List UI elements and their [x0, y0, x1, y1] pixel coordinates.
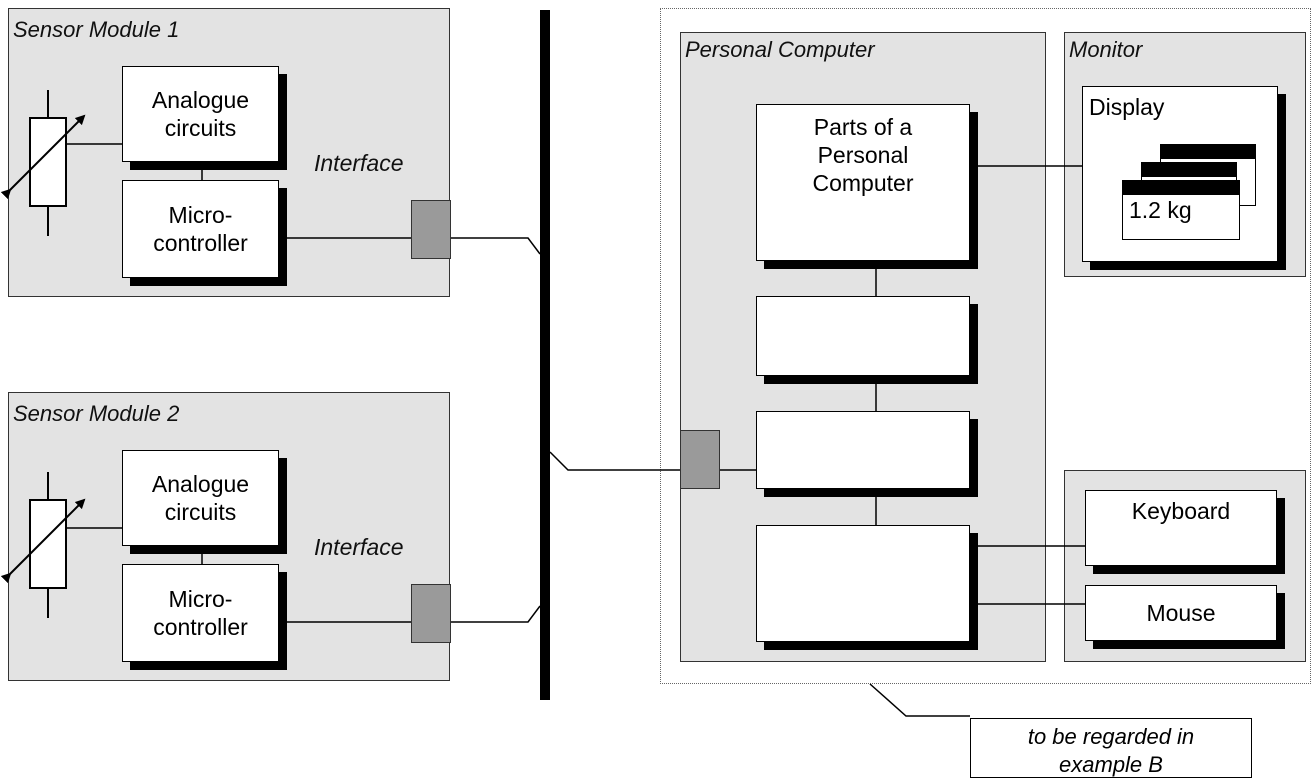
monitor-title: Monitor [1069, 37, 1143, 62]
pc-parts-line-1: Parts of a [813, 114, 913, 140]
mouse-box: Mouse [1085, 585, 1277, 641]
sensor-module-1-title: Sensor Module 1 [13, 17, 180, 42]
sensor-1-interface-block [411, 200, 451, 259]
sensor-2-variable-resistor-icon [0, 472, 122, 618]
sensor-1-microcontroller-box: Micro- controller [122, 180, 279, 278]
display-value: 1.2 kg [1129, 197, 1192, 223]
sensor-2-analogue-line-1: Analogue [151, 471, 250, 497]
pc-component-box-2 [756, 296, 970, 376]
sensor-1-interface-label: Interface [314, 150, 404, 176]
sensor-1-micro-line-2: controller [153, 230, 248, 256]
sensor-2-micro-line-1: Micro- [168, 586, 233, 612]
note-box: to be regarded in example B [970, 718, 1252, 778]
pc-interface-block [680, 430, 720, 489]
pc-parts-box: Parts of a Personal Computer [756, 104, 970, 261]
display-window-front: 1.2 kg [1122, 180, 1240, 240]
display-label: Display [1089, 94, 1165, 120]
pc-component-box-4 [756, 525, 970, 642]
sensor-1-variable-resistor-icon [0, 90, 122, 236]
pc-component-box-3 [756, 411, 970, 489]
system-bus [540, 10, 550, 700]
sensor-1-micro-line-1: Micro- [168, 202, 233, 228]
sensor-1-analogue-line-2: circuits [164, 115, 237, 141]
pc-parts-line-2: Personal [817, 142, 909, 168]
sensor-2-interface-block [411, 584, 451, 643]
sensor-2-microcontroller-box: Micro- controller [122, 564, 279, 662]
sensor-module-2-title: Sensor Module 2 [13, 401, 180, 426]
note-line-2: example B [1059, 752, 1163, 777]
sensor-2-micro-line-2: controller [153, 614, 248, 640]
personal-computer-title: Personal Computer [685, 37, 875, 62]
sensor-1-analogue-line-1: Analogue [151, 87, 250, 113]
sensor-2-analogue-line-2: circuits [164, 499, 237, 525]
sensor-2-interface-label: Interface [314, 534, 404, 560]
sensor-1-analogue-circuits-box: Analogue circuits [122, 66, 279, 162]
note-line-1: to be regarded in [1027, 724, 1195, 749]
keyboard-box: Keyboard [1085, 490, 1277, 566]
mouse-label: Mouse [1146, 600, 1216, 626]
sensor-2-analogue-circuits-box: Analogue circuits [122, 450, 279, 546]
example-b-region [660, 8, 1311, 684]
pc-parts-line-3: Computer [812, 170, 914, 196]
keyboard-label: Keyboard [1131, 498, 1231, 524]
